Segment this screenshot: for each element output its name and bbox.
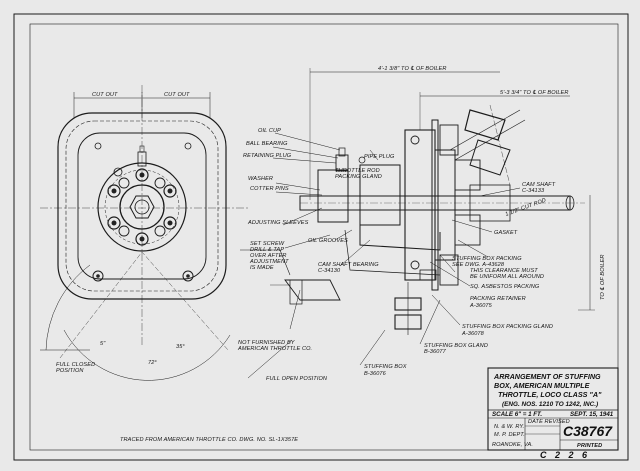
front-view: [40, 85, 250, 381]
railway: N. & W. RY.: [494, 424, 524, 430]
label-retaining-plug: RETAINING PLUG: [243, 153, 292, 159]
drawing-number: C38767: [563, 423, 613, 439]
revision-header: DATE REVISED: [528, 419, 570, 425]
label-washer: WASHER: [248, 176, 273, 182]
stuffing-box-body: [404, 129, 436, 281]
angle-mid: 35°: [176, 344, 185, 350]
label-cotter-pins: COTTER PINS: [250, 186, 289, 192]
flange-circle: [97, 162, 187, 252]
cut-out-right: CUT OUT: [164, 92, 190, 98]
label-adjusting-sleeves: ADJUSTING SLEEVES: [247, 220, 309, 226]
label-ball-bearing: BALL BEARING: [246, 141, 288, 147]
cut-out-left: CUT OUT: [92, 92, 118, 98]
label-stuffing-box-packing: STUFFING BOX PACKING SEE DWG. A-43628: [452, 256, 523, 268]
label-stuffing-box: STUFFING BOX B-36076: [364, 364, 408, 377]
date: SEPT. 15, 1941: [570, 411, 614, 418]
city: ROANOKE, VA.: [492, 442, 533, 448]
printed: PRINTED: [577, 443, 602, 449]
title-line-2: BOX, AMERICAN MULTIPLE: [494, 381, 590, 390]
dim-boiler-lower: 5'-3 3/4" TO ℄ OF BOILER: [500, 89, 569, 96]
label-clearance: THIS CLEARANCE MUST BE UNIFORM ALL AROUN…: [470, 268, 544, 280]
hub: [119, 184, 165, 230]
label-full-closed: FULL CLOSED POSITION: [56, 362, 97, 374]
stamp: C 2 2 6: [540, 450, 590, 460]
title-block: ARRANGEMENT OF STUFFING BOX, AMERICAN MU…: [487, 367, 619, 451]
dim-boiler-right: TO ℄ OF BOILER: [599, 254, 606, 300]
label-packing-retainer: PACKING RETAINER A-36075: [469, 296, 527, 309]
label-cam-shaft-bearing: CAM SHAFT BEARING C-34130: [318, 262, 380, 274]
label-oil-cup: OIL CUP: [258, 128, 281, 134]
label-asbestos: SQ. ASBESTOS PACKING: [470, 284, 540, 290]
label-gasket: GASKET: [494, 230, 518, 236]
angle-left: 5": [100, 341, 106, 347]
label-gland-b: STUFFING BOX GLAND B-36077: [424, 343, 490, 355]
leader-lines: [247, 132, 521, 379]
angled-bolt: [449, 104, 526, 186]
title-line-1: ARRANGEMENT OF STUFFING: [493, 372, 601, 381]
section-view: [240, 68, 595, 335]
label-oil-grooves: OIL GROOVES: [308, 238, 348, 244]
inner-border: [29, 23, 619, 451]
title-line-3: THROTTLE, LOCO CLASS "A": [498, 390, 602, 399]
label-set-screw: SET SCREW DRILL & TAP OVER AFTER ADJUSTM…: [249, 241, 290, 271]
hex-nut: [129, 195, 155, 219]
dim-boiler-upper: 4'-1 3/8" TO ℄ OF BOILER: [378, 65, 447, 72]
outer-border: [13, 13, 629, 461]
label-not-furnished: NOT FURNISHED BY AMERICAN THROTTLE CO.: [237, 340, 312, 352]
label-full-open: FULL OPEN POSITION: [266, 376, 328, 382]
label-throttle-gland: THROTTLE ROD PACKING GLAND: [335, 168, 382, 180]
dept: M. P. DEPT.: [494, 432, 525, 438]
label-rod: 1 1/2" CUT ROD: [505, 198, 547, 218]
angle-bottom: 72°: [148, 360, 157, 366]
title-line-4: (ENG. NOS. 1210 TO 1242, INC.): [502, 401, 598, 408]
label-gland-a: STUFFING BOX PACKING GLAND A-36078: [461, 324, 555, 337]
label-cam-shaft: CAM SHAFT C-34133: [522, 182, 557, 194]
bolt-holes: [107, 168, 177, 246]
scale: SCALE 6" = 1 FT.: [492, 411, 542, 418]
traced-note: TRACED FROM AMERICAN THROTTLE CO. DWG. N…: [120, 437, 298, 443]
label-pipe-plug: PIPE PLUG: [364, 154, 395, 160]
